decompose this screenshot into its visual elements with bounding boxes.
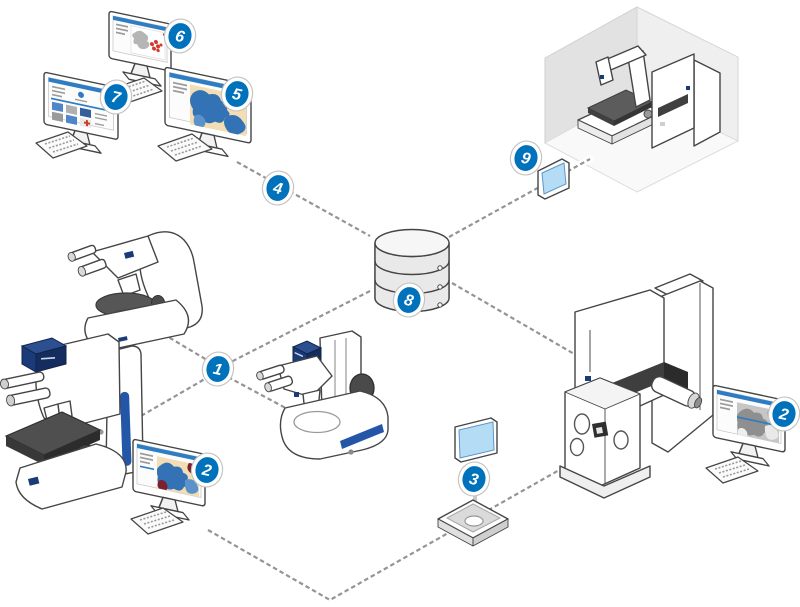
link-workstation-to-sem	[204, 448, 595, 605]
badge-5: 5	[220, 76, 254, 112]
keyboard-icon	[705, 456, 759, 484]
detector-icon	[650, 375, 703, 409]
screen-titlebar	[48, 77, 114, 96]
screen-divider	[51, 97, 111, 113]
link-hub-to-stereo-microscope	[224, 373, 297, 416]
stage-plate	[293, 410, 341, 434]
link-database-to-hub	[221, 287, 374, 369]
badge-2-right: 2	[767, 396, 800, 432]
xray-room	[543, 6, 740, 193]
keyboard-icon	[35, 131, 88, 159]
screen-titlebar	[137, 443, 201, 462]
badge-3: 3	[457, 461, 491, 497]
database-icon	[374, 228, 450, 313]
overview-monitor	[108, 10, 172, 87]
badge-9: 9	[509, 140, 543, 176]
badge-8: 8	[392, 282, 426, 318]
badge-2-left: 2	[190, 452, 224, 488]
zeiss-logo	[27, 476, 40, 486]
compact-light-microscope-icon	[67, 231, 203, 353]
map-image	[130, 25, 166, 61]
measuring-instrument-icon	[577, 45, 663, 145]
badge-1: 1	[201, 351, 235, 387]
badge-9-label: 9	[520, 150, 533, 169]
badge-1-label: 1	[212, 361, 225, 380]
badge-3-label: 3	[468, 471, 481, 490]
workstation-monitor-right	[712, 384, 786, 467]
badge-6: 6	[163, 18, 197, 54]
link-hub-to-upright-microscope	[130, 372, 214, 424]
zeiss-logo	[585, 376, 591, 381]
link-database-to-sem	[448, 279, 592, 366]
screen-titlebar	[113, 15, 167, 32]
blue-stripe	[120, 391, 132, 466]
upright-light-microscope-icon	[0, 333, 144, 510]
badge-6-label: 6	[174, 28, 187, 47]
badge-7: 7	[99, 79, 133, 115]
keyboard-icon	[157, 133, 213, 162]
link-monitors-to-database	[233, 158, 374, 240]
machine-base	[559, 465, 651, 499]
screen-divider	[737, 416, 779, 427]
blue-stripe	[340, 424, 384, 449]
electron-microscope-icon	[559, 273, 714, 499]
screen-titlebar	[717, 389, 781, 408]
camera-icon	[20, 337, 68, 373]
connections	[130, 155, 595, 605]
segmentation-image	[157, 456, 199, 498]
thumbnail-grid	[52, 101, 107, 128]
correlative-sample-holder-icon	[437, 499, 509, 547]
keyboard-icon	[130, 507, 184, 535]
badge-2-left-label: 2	[200, 461, 214, 480]
xray-microscope-icon	[643, 53, 721, 149]
sample-tablet-icon	[454, 417, 498, 463]
xray-tablet-icon	[537, 158, 570, 200]
badge-4: 4	[261, 170, 295, 206]
stereo-microscope-icon	[256, 330, 389, 460]
badge-4-label: 4	[271, 179, 285, 198]
badge-2-right-label: 2	[777, 405, 791, 424]
badge-8-label: 8	[403, 292, 416, 311]
